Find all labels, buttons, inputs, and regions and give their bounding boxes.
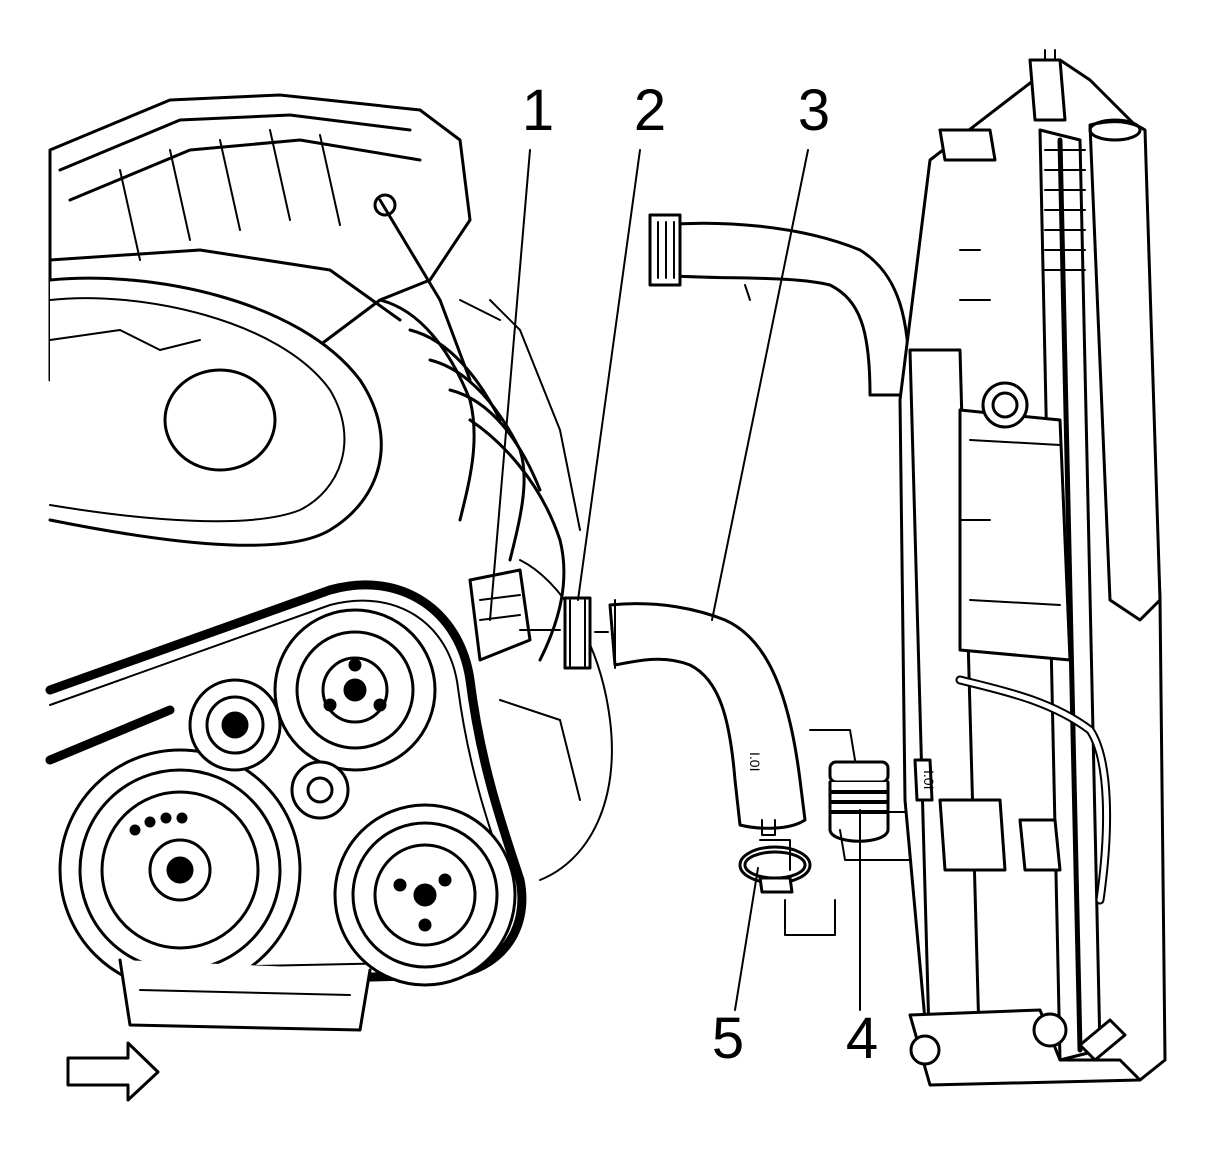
radiator-assembly: I.0I <box>898 49 1167 1087</box>
leader-line-1 <box>489 149 531 621</box>
radiator-outlet-fitting <box>809 729 941 861</box>
callout-3: 3 <box>797 78 831 143</box>
callout-2: 2 <box>633 78 667 143</box>
callout-1: 1 <box>521 78 555 143</box>
hose-clamp <box>738 819 836 936</box>
radiator-mark: I.0I <box>921 770 937 789</box>
hose-mark: I.0I <box>747 752 763 771</box>
leader-line-2 <box>577 149 641 601</box>
lower-radiator-hose: I.0I <box>519 596 807 830</box>
engine-assembly <box>45 93 613 1032</box>
leader-lines <box>489 149 861 1011</box>
upper-radiator-hose <box>648 213 912 397</box>
callout-4: 4 <box>845 1006 879 1071</box>
callout-5: 5 <box>711 1006 745 1071</box>
leader-line-3 <box>711 149 809 621</box>
leader-line-5 <box>734 867 759 1011</box>
arrow-right-icon <box>66 1041 160 1102</box>
